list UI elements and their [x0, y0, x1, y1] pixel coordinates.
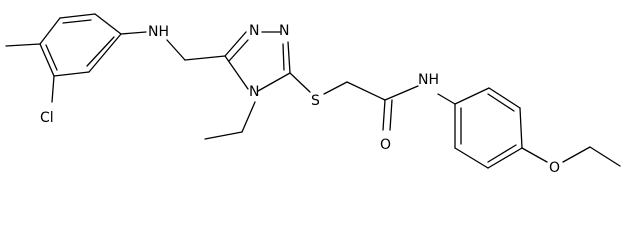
ethoxy-ch3-bond	[589, 146, 621, 167]
amide-aryl-bond	[437, 93, 456, 105]
methyl-bond	[5, 43, 41, 47]
ethoxyphenyl-ring	[454, 87, 523, 169]
aryl-amine-bond	[120, 31, 147, 35]
triazole-n-top-label: N	[249, 23, 259, 39]
chloromethylphenyl-ring	[39, 13, 122, 77]
aryl-oxygen-bond	[521, 147, 548, 163]
carbonyl-oxygen-label: O	[380, 137, 391, 153]
chemical-structure: Cl NH N N N S O NH	[5, 13, 621, 176]
triazole-s-bond	[289, 72, 311, 93]
chlorine-label: Cl	[40, 110, 54, 126]
oxygen-ch2-bond	[562, 146, 591, 163]
sulfur-label: S	[311, 93, 320, 109]
carbonyl-amide-bond	[384, 85, 419, 101]
ethyl-ch2-bond	[241, 101, 256, 133]
ch2-carbonyl-bond	[346, 81, 386, 101]
amine-ch2-bond	[166, 39, 186, 61]
triazole-ring	[224, 31, 291, 92]
triazole-n-right-label: N	[279, 23, 289, 39]
s-ch2-bond	[323, 81, 348, 95]
ethyl-ch3-bond	[204, 131, 243, 140]
triazole-n-ring-label: N	[249, 84, 259, 100]
carbonyl-bond-b	[389, 99, 393, 131]
ether-oxygen-label: O	[549, 160, 560, 176]
amide-nh-label: NH	[418, 72, 439, 88]
ch2-triazole-bond	[184, 55, 226, 61]
chloro-bond	[51, 75, 55, 103]
carbonyl-bond-a	[382, 99, 386, 131]
amine-nh-label: NH	[148, 24, 169, 40]
